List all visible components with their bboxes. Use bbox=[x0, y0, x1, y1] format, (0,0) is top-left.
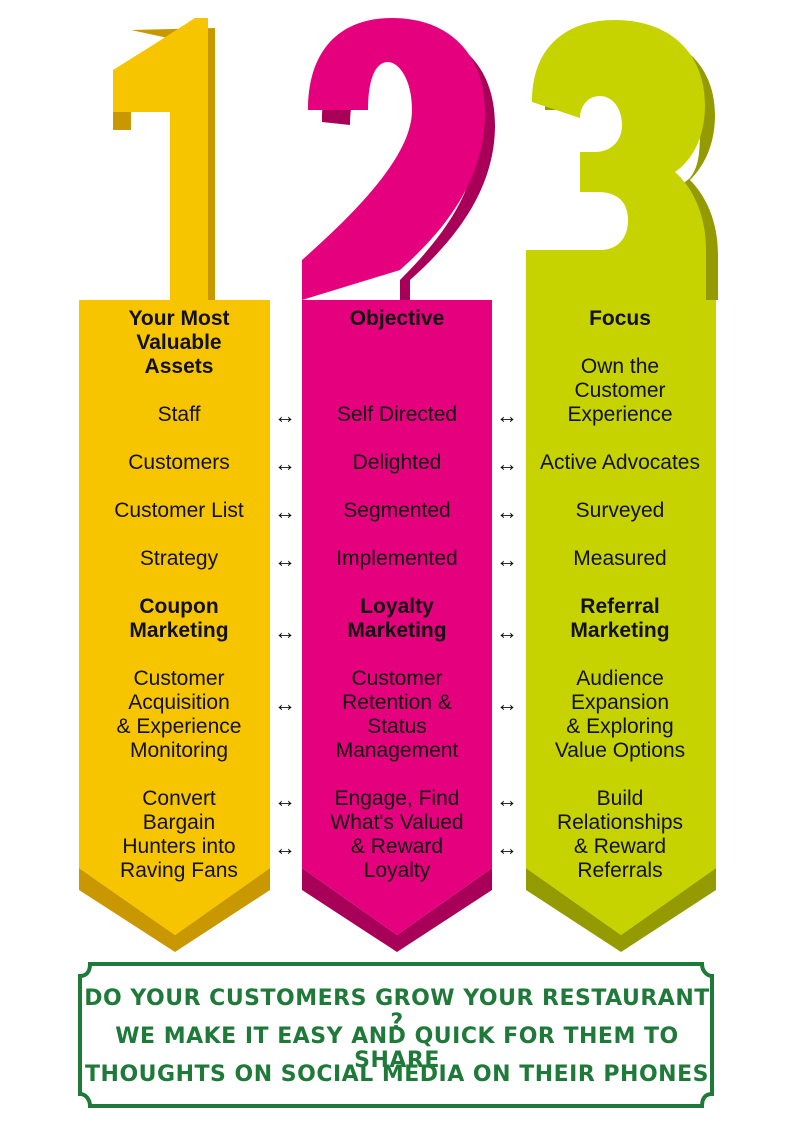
column-three-section: Referral Marketing bbox=[570, 595, 670, 642]
double-arrow-icon: ↔ bbox=[274, 547, 296, 572]
column-one-section: Coupon Marketing bbox=[129, 595, 229, 642]
banner-line-1: DO YOUR CUSTOMERS GROW YOUR RESTAURANT ? bbox=[84, 986, 710, 1035]
column-three-header: Focus bbox=[589, 307, 651, 330]
column-one-detail-2: Convert Bargain Hunters into Raving Fans bbox=[120, 787, 238, 882]
column-graphic bbox=[79, 18, 718, 952]
column-three-item-surveyed: Surveyed bbox=[575, 499, 665, 522]
column-one-arrow bbox=[79, 300, 270, 952]
column-three-detail-2: Build Relationships & Reward Referrals bbox=[556, 787, 684, 882]
double-arrow-icon: ↔ bbox=[274, 499, 296, 524]
column-three-item-active-advocates: Active Advocates bbox=[540, 451, 700, 474]
column-one-item-strategy: Strategy bbox=[139, 547, 219, 570]
double-arrow-icon: ↔ bbox=[496, 787, 518, 812]
double-arrow-icon: ↔ bbox=[496, 499, 518, 524]
column-three-detail-1: Audience Expansion & Exploring Value Opt… bbox=[554, 667, 686, 762]
column-two-item-self-directed: Self Directed bbox=[336, 403, 458, 426]
double-arrow-icon: ↔ bbox=[496, 547, 518, 572]
column-two-item-segmented: Segmented bbox=[343, 499, 451, 522]
column-two-header: Objective bbox=[349, 307, 445, 330]
column-two-detail-1: Customer Retention & Status Management bbox=[335, 667, 459, 762]
double-arrow-icon: ↔ bbox=[274, 451, 296, 476]
banner-line-2: WE MAKE IT EASY AND QUICK FOR THEM TO SH… bbox=[115, 1024, 679, 1073]
number-one-shape bbox=[113, 18, 215, 300]
banner-line-3: THOUGHTS ON SOCIAL MEDIA ON THEIR PHONES bbox=[85, 1062, 709, 1087]
column-three-item-own-experience: Own the Customer Experience bbox=[567, 355, 673, 426]
double-arrow-icon: ↔ bbox=[496, 403, 518, 428]
column-two-detail-2: Engage, Find What's Valued & Reward Loya… bbox=[330, 787, 464, 882]
double-arrow-icon: ↔ bbox=[274, 403, 296, 428]
column-one-detail-1: Customer Acquisition & Experience Monito… bbox=[116, 667, 242, 762]
column-one-item-customers: Customers bbox=[128, 451, 230, 474]
double-arrow-icon: ↔ bbox=[274, 835, 296, 860]
double-arrow-icon: ↔ bbox=[496, 619, 518, 644]
column-one-item-staff: Staff bbox=[157, 403, 201, 426]
banner-frame bbox=[78, 962, 714, 1108]
double-arrow-icon: ↔ bbox=[496, 835, 518, 860]
column-two-item-delighted: Delighted bbox=[352, 451, 442, 474]
number-two-shape bbox=[302, 18, 495, 320]
column-one-item-customer-list: Customer List bbox=[114, 499, 244, 522]
double-arrow-icon: ↔ bbox=[496, 691, 518, 716]
column-two-item-implemented: Implemented bbox=[336, 547, 458, 570]
double-arrow-icon: ↔ bbox=[274, 691, 296, 716]
double-arrow-icon: ↔ bbox=[274, 619, 296, 644]
column-two-arrow bbox=[302, 300, 492, 952]
column-three-item-measured: Measured bbox=[573, 547, 667, 570]
double-arrow-icon: ↔ bbox=[496, 451, 518, 476]
column-one-header: Your Most Valuable Assets bbox=[128, 307, 230, 378]
column-two-section: Loyalty Marketing bbox=[347, 595, 447, 642]
column-three-arrow bbox=[526, 300, 716, 952]
double-arrow-icon: ↔ bbox=[274, 787, 296, 812]
number-three-shape bbox=[526, 20, 718, 300]
